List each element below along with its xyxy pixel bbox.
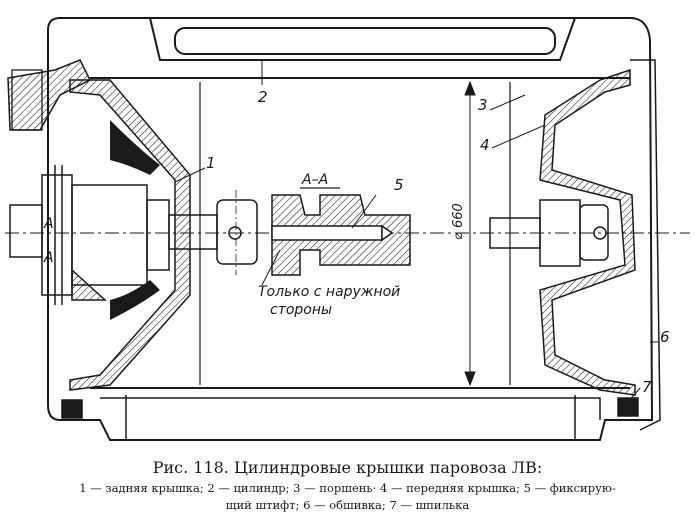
rear-cover — [7, 59, 191, 391]
callout-7: 7 — [642, 378, 652, 396]
callout-2: 2 — [258, 88, 268, 106]
callout-3: 3 — [478, 96, 488, 114]
figure-caption-title: Рис. 118. Цилиндровые крышки паровоза ЛВ… — [152, 458, 543, 477]
callout-6: 6 — [660, 328, 670, 346]
callout-5: 5 — [394, 176, 404, 194]
studs — [61, 395, 639, 440]
legend-line-2: щий штифт; 6 — обшивка; 7 — шпилька — [225, 498, 470, 512]
note-line-2: стороны — [270, 302, 332, 318]
cut-label-a-bottom: А — [43, 250, 54, 266]
callout-4: 4 — [480, 136, 490, 154]
drawing-svg: ⌀ 660 А–А Только с наружной стороны 1 2 … — [5, 17, 690, 441]
diameter-dimension — [464, 80, 476, 387]
figure-caption-legend: 1 — задняя крышка; 2 — цилиндр; 3 — порш… — [10, 480, 685, 514]
front-cover — [489, 68, 636, 396]
note-line-1: Только с наружной — [258, 284, 400, 300]
cut-label-a-top: А — [43, 216, 54, 232]
legend-line-1: 1 — задняя крышка; 2 — цилиндр; 3 — порш… — [79, 481, 616, 495]
callout-1: 1 — [206, 154, 216, 172]
leader-lines — [174, 60, 658, 403]
cylinder-body — [47, 17, 661, 441]
piston-rod — [9, 190, 258, 275]
section-aa-label: А–А — [301, 172, 328, 188]
section-aa-detail — [261, 187, 411, 286]
diameter-label: ⌀ 660 — [451, 203, 466, 240]
